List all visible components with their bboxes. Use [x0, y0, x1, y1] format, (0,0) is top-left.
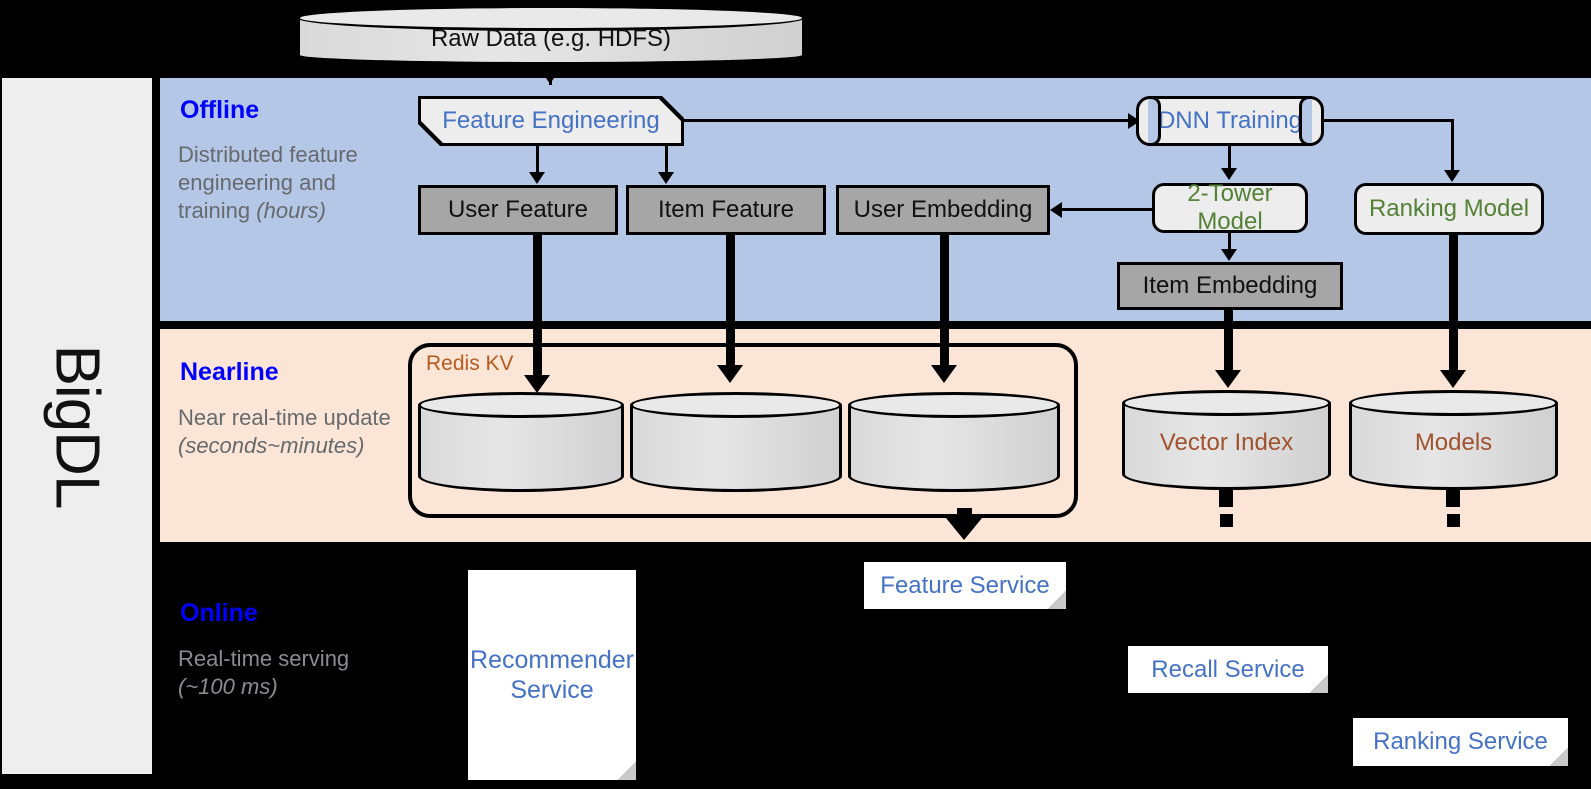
recall-service-doc[interactable]: Recall Service	[1128, 646, 1328, 693]
arrowhead-rawdata-fe	[542, 72, 558, 84]
arrowhead-itemfeature-redis	[717, 365, 743, 383]
user-embedding-label: User Embedding	[853, 196, 1033, 224]
connector-fe-itemfeature	[665, 146, 668, 178]
cylinder-body	[630, 405, 842, 492]
redis-store-cylinder-3[interactable]	[848, 392, 1060, 492]
arrowhead-dnn-twotower	[1221, 168, 1237, 180]
item-feature-label: Item Feature	[657, 196, 795, 224]
arrowhead-rankingmodel-models	[1440, 370, 1466, 388]
recommender-service-doc[interactable]: Recommender Service	[468, 570, 636, 780]
arrowhead-fe-itemfeature	[658, 172, 674, 184]
arrowhead-twotower-itememb	[1221, 249, 1237, 261]
bigdl-label: BigDL	[42, 344, 112, 508]
models-label: Models	[1414, 428, 1493, 456]
connector-dnn-ranking-h	[1324, 119, 1454, 122]
arrowhead-userembedding-redis	[931, 365, 957, 383]
recall-service-label: Recall Service	[1151, 655, 1305, 683]
nearline-band-subtitle: Near real-time update (seconds~minutes)	[178, 404, 406, 460]
redis-store-cylinder-1[interactable]	[418, 392, 624, 492]
ranking-service-label: Ranking Service	[1373, 728, 1548, 756]
dnn-training-label: DNN Training	[1157, 107, 1303, 135]
arrowhead-dnn-ranking	[1444, 170, 1460, 182]
offline-band-title: Offline	[180, 96, 260, 124]
vector-index-label: Vector Index	[1159, 428, 1294, 456]
nearline-band-title: Nearline	[180, 358, 279, 386]
two-tower-model-box[interactable]: 2-Tower Model	[1152, 180, 1308, 235]
arrowhead-fe-userfeature	[529, 172, 545, 184]
cylinder-body	[418, 405, 624, 492]
feature-service-doc[interactable]: Feature Service	[864, 562, 1066, 609]
cylinder-top	[297, 5, 805, 31]
ranking-model-label: Ranking Model	[1368, 195, 1530, 223]
pipe-userfeature-redis	[533, 235, 542, 385]
connector-dnn-ranking-v	[1451, 119, 1454, 177]
connector-twotower-itememb	[1228, 233, 1231, 257]
item-embedding-label: Item Embedding	[1142, 272, 1318, 300]
user-feature-box[interactable]: User Feature	[418, 185, 618, 235]
item-embedding-box[interactable]: Item Embedding	[1117, 262, 1343, 310]
cylinder-top	[1349, 390, 1558, 416]
redis-store-cylinder-2[interactable]	[630, 392, 842, 492]
connector-fe-userfeature	[536, 146, 539, 178]
cylinder-body	[1349, 403, 1558, 490]
feature-engineering-box[interactable]: Feature Engineering	[421, 99, 681, 143]
arrowhead-userfeature-redis	[524, 375, 550, 393]
offline-subtitle-italic: (hours)	[256, 197, 326, 223]
vector-index-cylinder[interactable]: Vector Index	[1122, 390, 1331, 490]
pipe-itemembedding-vectorindex	[1224, 310, 1233, 378]
item-feature-box[interactable]: Item Feature	[626, 185, 826, 235]
cylinder-top	[630, 392, 842, 418]
connector-stub-models-2	[1447, 514, 1460, 527]
cylinder-body	[848, 405, 1060, 492]
connector-twotower-userembedding	[1062, 208, 1152, 211]
arrowhead-redis-featureservice	[946, 518, 982, 540]
bigdl-platform-bar: BigDL	[2, 78, 152, 774]
online-band-subtitle: Real-time serving (~100 ms)	[178, 645, 363, 701]
cylinder-body	[1122, 403, 1331, 490]
feature-service-label: Feature Service	[880, 571, 1050, 599]
online-subtitle-plain: Real-time serving	[178, 646, 350, 671]
online-subtitle-italic: (~100 ms)	[178, 673, 278, 699]
connector-stub-vectorindex-2	[1220, 514, 1233, 527]
user-embedding-box[interactable]: User Embedding	[836, 185, 1050, 235]
feature-engineering-label: Feature Engineering	[442, 107, 660, 135]
raw-data-label: Raw Data (e.g. HDFS)	[430, 24, 672, 52]
nearline-subtitle-italic: (seconds~minutes)	[178, 432, 365, 458]
pipe-itemfeature-redis	[726, 235, 735, 375]
redis-kv-group	[408, 343, 1078, 518]
models-cylinder[interactable]: Models	[1349, 390, 1558, 490]
pipe-userembedding-redis	[940, 235, 949, 375]
connector-stub-vectorindex-1	[1219, 490, 1233, 507]
connector-fe-dnn	[684, 119, 1136, 122]
dnn-training-box[interactable]: DNN Training	[1136, 96, 1324, 146]
pipe-rankingmodel-models	[1449, 235, 1458, 378]
cylinder-top	[1122, 390, 1331, 416]
connector-dnn-twotower	[1228, 146, 1231, 176]
cylinder-top	[848, 392, 1060, 418]
offline-band-subtitle: Distributed feature engineering and trai…	[178, 141, 378, 225]
cylinder-top	[418, 392, 624, 418]
raw-data-cylinder: Raw Data (e.g. HDFS)	[297, 5, 805, 65]
ranking-service-doc[interactable]: Ranking Service	[1353, 718, 1568, 766]
offline-subtitle-plain: Distributed feature engineering and trai…	[178, 142, 358, 223]
nearline-subtitle-plain: Near real-time update	[178, 405, 391, 430]
online-band-title: Online	[180, 599, 258, 627]
user-feature-label: User Feature	[447, 196, 589, 224]
connector-stub-models-1	[1446, 490, 1460, 507]
recommender-service-label: Recommender Service	[470, 645, 634, 704]
arrowhead-twotower-userembedding	[1050, 202, 1062, 218]
arrowhead-itemembedding-vectorindex	[1215, 370, 1241, 388]
ranking-model-box[interactable]: Ranking Model	[1354, 183, 1544, 235]
two-tower-model-label: 2-Tower Model	[1187, 180, 1273, 235]
redis-kv-label: Redis KV	[426, 352, 514, 375]
